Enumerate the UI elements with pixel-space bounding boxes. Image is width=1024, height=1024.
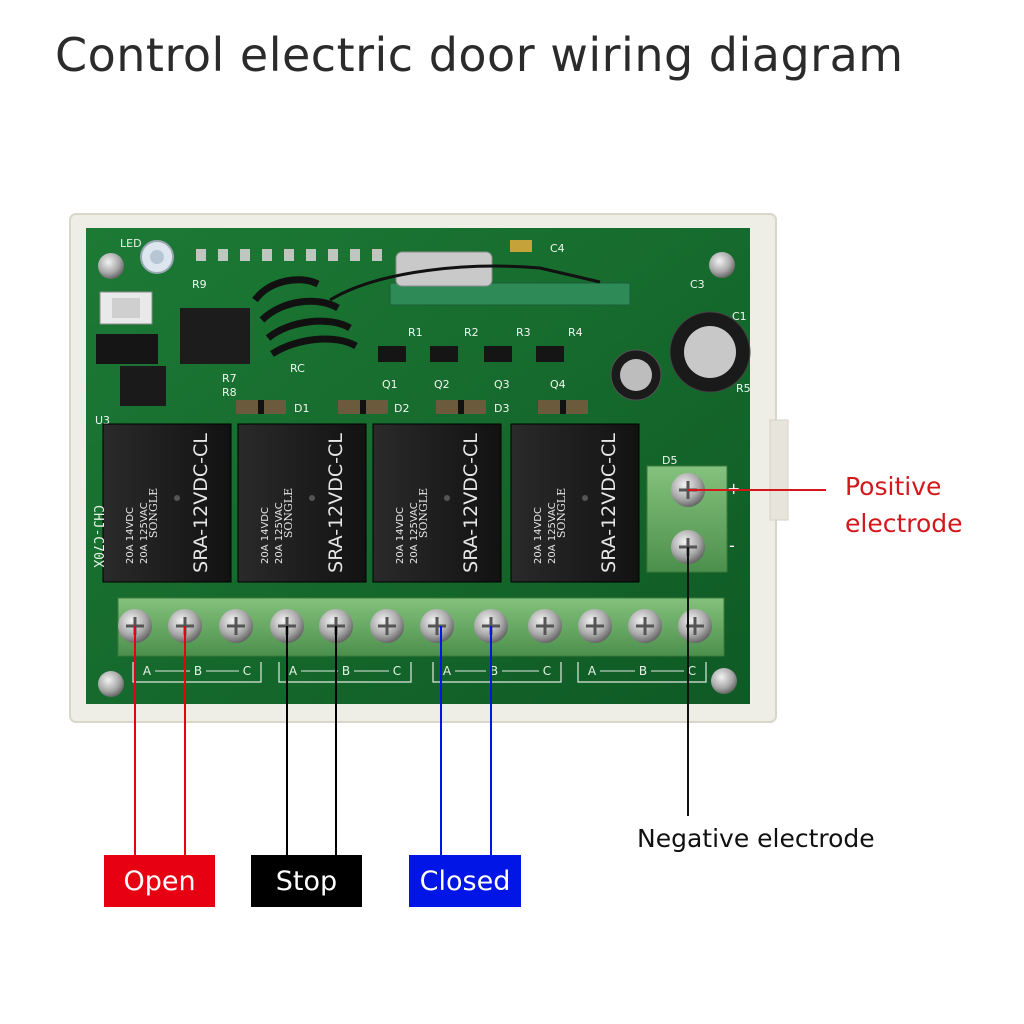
silk-c4: C4 bbox=[550, 242, 565, 255]
stop-label: Stop bbox=[251, 855, 362, 907]
relay-model: SRA-12VDC-CL bbox=[190, 433, 212, 573]
terminal-group: A B C bbox=[432, 662, 562, 683]
silk-plus: + bbox=[727, 479, 740, 498]
relay-rating-ac: 20A 125VAC bbox=[409, 502, 420, 564]
receiver-module bbox=[389, 240, 631, 306]
learn-button[interactable] bbox=[99, 291, 153, 325]
open-label: Open bbox=[104, 855, 215, 907]
terminal-screw bbox=[678, 609, 712, 643]
silk-q1: Q1 bbox=[382, 378, 398, 391]
terminal-screw bbox=[420, 609, 454, 643]
terminal-pin-label: B bbox=[490, 664, 498, 678]
silk-rc: RC bbox=[290, 362, 305, 375]
silk-c3: C3 bbox=[690, 278, 705, 291]
terminal-group: A B C bbox=[278, 662, 412, 683]
terminal-group: A B C bbox=[132, 662, 262, 683]
relay-brand: SONGLE bbox=[282, 488, 295, 538]
silk-r5: R5 bbox=[736, 382, 751, 395]
terminal-pin-label: A bbox=[289, 664, 298, 678]
relay-rating-dc: 20A 14VDC bbox=[125, 507, 136, 564]
relay-brand: SONGLE bbox=[555, 488, 568, 538]
relay-rating-dc: 20A 14VDC bbox=[395, 507, 406, 564]
closed-label: Closed bbox=[409, 855, 521, 907]
silk-r2: R2 bbox=[464, 326, 479, 339]
terminal-pin-label: A bbox=[143, 664, 152, 678]
positive-electrode-text: Positive electrode bbox=[845, 472, 963, 538]
relay-model: SRA-12VDC-CL bbox=[460, 433, 482, 573]
terminal-group: A B C bbox=[577, 662, 707, 683]
silk-r9: R9 bbox=[192, 278, 207, 291]
relay-brand: SONGLE bbox=[147, 488, 160, 538]
terminal-screw bbox=[219, 609, 253, 643]
relay-rating-ac: 20A 125VAC bbox=[547, 502, 558, 564]
silk-r8: R8 bbox=[222, 386, 237, 399]
diodes bbox=[236, 400, 588, 414]
relay-rating-ac: 20A 125VAC bbox=[139, 502, 150, 564]
output-terminal-strip bbox=[117, 597, 725, 657]
silk-d2: D2 bbox=[394, 402, 409, 415]
terminal-pin-label: C bbox=[688, 664, 696, 678]
terminal-pin-label: B bbox=[639, 664, 647, 678]
terminal-pin-label: A bbox=[443, 664, 452, 678]
silk-c1: C1 bbox=[732, 310, 747, 323]
mounting-screws bbox=[98, 252, 737, 697]
relay-rating-dc: 20A 14VDC bbox=[533, 507, 544, 564]
power-terminal-block: + - bbox=[646, 465, 740, 573]
terminal-screw bbox=[370, 609, 404, 643]
terminal-pin-label: B bbox=[194, 664, 202, 678]
relay-rating-dc: 20A 14VDC bbox=[260, 507, 271, 564]
silk-q2: Q2 bbox=[434, 378, 450, 391]
silk-led: LED bbox=[120, 237, 142, 250]
silk-r1: R1 bbox=[408, 326, 423, 339]
terminal-pin-label: C bbox=[243, 664, 251, 678]
wires bbox=[134, 489, 826, 856]
relay-rating-ac: 20A 125VAC bbox=[274, 502, 285, 564]
silk-r3: R3 bbox=[516, 326, 531, 339]
silk-minus: - bbox=[729, 536, 735, 555]
silk-r4: R4 bbox=[568, 326, 583, 339]
silk-model: CHJ-C70X bbox=[90, 505, 105, 568]
silk-q4: Q4 bbox=[550, 378, 566, 391]
transistors bbox=[378, 346, 564, 362]
terminal-screw bbox=[578, 609, 612, 643]
negative-electrode-label: Negative electrode bbox=[637, 824, 875, 853]
ic-chips bbox=[96, 308, 250, 406]
terminal-screw bbox=[628, 609, 662, 643]
terminal-screw bbox=[528, 609, 562, 643]
relay-brand: SONGLE bbox=[417, 488, 430, 538]
capacitors bbox=[610, 311, 751, 401]
silk-d1: D1 bbox=[294, 402, 309, 415]
terminal-pin-label: C bbox=[543, 664, 551, 678]
header-pads bbox=[196, 249, 382, 261]
positive-electrode-label: Positive electrode bbox=[845, 468, 963, 542]
terminal-pin-label: B bbox=[342, 664, 350, 678]
silk-r7: R7 bbox=[222, 372, 237, 385]
relay-model: SRA-12VDC-CL bbox=[325, 433, 347, 573]
relay-model: SRA-12VDC-CL bbox=[598, 433, 620, 573]
antenna-coil bbox=[252, 264, 601, 357]
page-title: Control electric door wiring diagram bbox=[55, 28, 904, 82]
led-indicator: LED bbox=[120, 237, 174, 274]
terminal-pin-label: A bbox=[588, 664, 597, 678]
silk-q3: Q3 bbox=[494, 378, 510, 391]
silk-d3: D3 bbox=[494, 402, 509, 415]
terminal-pin-label: C bbox=[393, 664, 401, 678]
enclosure-side-tab bbox=[769, 419, 789, 521]
silkscreen-labels: R9 R8 R7 RC U3 C4 C3 C1 R1 R2 R3 R4 R5 Q… bbox=[95, 242, 751, 467]
silk-d5: D5 bbox=[662, 454, 677, 467]
